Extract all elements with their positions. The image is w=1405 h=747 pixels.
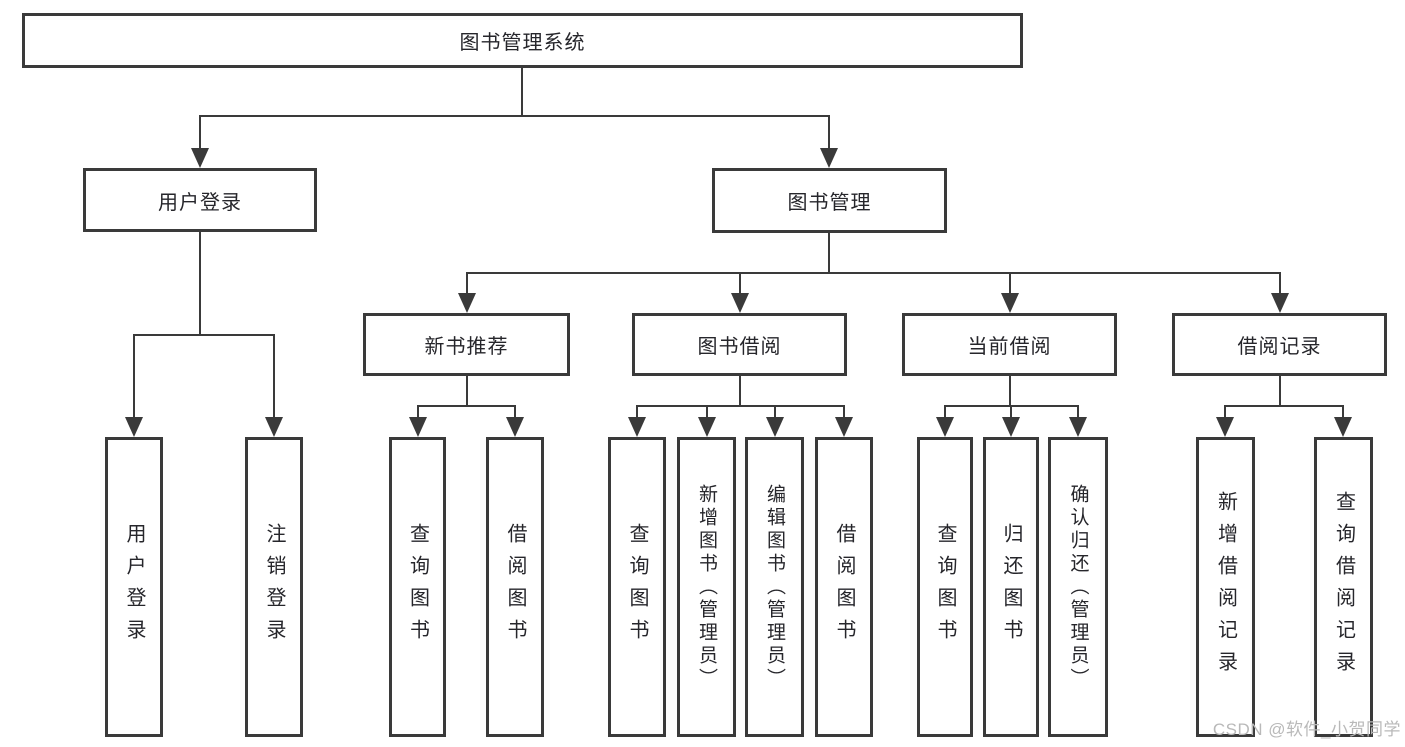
- leaf-logout-label: 注销登录: [263, 523, 285, 651]
- arrow-down-icon: [766, 417, 784, 437]
- connector-vline: [1224, 405, 1226, 419]
- connector-vline: [466, 376, 468, 407]
- leaf-cb-confirm-return-label: 确认归还（管理员）: [1067, 483, 1089, 691]
- leaf-bb-query-books-label: 查询图书: [626, 523, 648, 651]
- connector-vline: [739, 376, 741, 407]
- connector-hline: [1224, 405, 1344, 407]
- connector-hline: [417, 405, 516, 407]
- arrow-down-icon: [506, 417, 524, 437]
- connector-vline: [1342, 405, 1344, 419]
- node-book-mgmt-label: 图书管理: [787, 192, 872, 214]
- arrow-down-icon: [458, 293, 476, 313]
- arrow-down-icon: [628, 417, 646, 437]
- node-book-borrow: 图书借阅: [632, 313, 847, 376]
- arrow-down-icon: [1069, 417, 1087, 437]
- connector-vline: [199, 232, 201, 336]
- arrow-down-icon: [409, 417, 427, 437]
- leaf-user-login-label: 用户登录: [123, 523, 145, 651]
- leaf-bb-edit-books-label: 编辑图书（管理员）: [764, 483, 785, 691]
- leaf-nb-query-books-label: 查询图书: [406, 523, 429, 651]
- connector-vline: [1279, 272, 1281, 296]
- node-user-login: 用户登录: [83, 168, 317, 232]
- node-new-books: 新书推荐: [363, 313, 570, 376]
- leaf-cb-return-books-label: 归还图书: [1000, 523, 1022, 651]
- arrow-down-icon: [191, 148, 209, 168]
- arrow-down-icon: [698, 417, 716, 437]
- leaf-user-login: 用户登录: [105, 437, 163, 737]
- node-new-books-label: 新书推荐: [424, 336, 509, 358]
- leaf-nb-query-books: 查询图书: [389, 437, 446, 737]
- leaf-cb-query-books-label: 查询图书: [934, 523, 956, 651]
- node-current-borrow-label: 当前借阅: [967, 336, 1052, 358]
- leaf-br-add-record: 新增借阅记录: [1196, 437, 1255, 737]
- leaf-cb-return-books: 归还图书: [983, 437, 1039, 737]
- leaf-logout: 注销登录: [245, 437, 303, 737]
- connector-vline: [843, 405, 845, 419]
- connector-vline: [521, 68, 523, 117]
- connector-vline: [466, 272, 468, 296]
- connector-vline: [774, 405, 776, 419]
- leaf-bb-add-books: 新增图书（管理员）: [677, 437, 736, 737]
- connector-vline: [828, 115, 830, 151]
- leaf-nb-borrow-books: 借阅图书: [486, 437, 544, 737]
- connector-vline: [944, 405, 946, 419]
- node-borrow-records: 借阅记录: [1172, 313, 1387, 376]
- leaf-nb-borrow-books-label: 借阅图书: [504, 523, 526, 651]
- arrow-down-icon: [936, 417, 954, 437]
- connector-vline: [1009, 376, 1011, 407]
- connector-vline: [273, 334, 275, 418]
- connector-vline: [1010, 405, 1012, 419]
- leaf-bb-borrow-books: 借阅图书: [815, 437, 873, 737]
- node-user-login-label: 用户登录: [158, 191, 242, 214]
- connector-vline: [739, 272, 741, 296]
- arrow-down-icon: [820, 148, 838, 168]
- node-book-mgmt: 图书管理: [712, 168, 947, 233]
- arrow-down-icon: [1002, 417, 1020, 437]
- arrow-down-icon: [1216, 417, 1234, 437]
- connector-hline: [133, 334, 275, 336]
- arrow-down-icon: [1271, 293, 1289, 313]
- arrow-down-icon: [835, 417, 853, 437]
- node-book-borrow-label: 图书借阅: [697, 336, 782, 358]
- arrow-down-icon: [731, 293, 749, 313]
- root-node-label: 图书管理系统: [459, 32, 586, 54]
- leaf-br-add-record-label: 新增借阅记录: [1214, 491, 1237, 683]
- connector-hline: [466, 272, 1281, 274]
- leaf-br-query-record-label: 查询借阅记录: [1332, 491, 1355, 683]
- connector-vline: [828, 233, 830, 274]
- leaf-bb-borrow-books-label: 借阅图书: [833, 523, 855, 651]
- node-current-borrow: 当前借阅: [902, 313, 1117, 376]
- connector-vline: [1279, 376, 1281, 407]
- leaf-bb-query-books: 查询图书: [608, 437, 666, 737]
- connector-hline: [637, 405, 845, 407]
- arrow-down-icon: [1334, 417, 1352, 437]
- arrow-down-icon: [265, 417, 283, 437]
- leaf-br-query-record: 查询借阅记录: [1314, 437, 1373, 737]
- leaf-cb-confirm-return: 确认归还（管理员）: [1048, 437, 1108, 737]
- connector-hline: [199, 115, 830, 117]
- leaf-cb-query-books: 查询图书: [917, 437, 973, 737]
- csdn-watermark: CSDN @软件_小贺同学: [1212, 720, 1401, 739]
- root-node-box: 图书管理系统: [22, 13, 1023, 68]
- node-borrow-records-label: 借阅记录: [1237, 336, 1322, 358]
- connector-vline: [514, 405, 516, 419]
- arrow-down-icon: [125, 417, 143, 437]
- connector-vline: [1077, 405, 1079, 419]
- arrow-down-icon: [1001, 293, 1019, 313]
- connector-vline: [133, 334, 135, 418]
- leaf-bb-edit-books: 编辑图书（管理员）: [745, 437, 804, 737]
- connector-vline: [706, 405, 708, 419]
- connector-vline: [417, 405, 419, 419]
- leaf-bb-add-books-label: 新增图书（管理员）: [696, 483, 717, 691]
- connector-vline: [1009, 272, 1011, 296]
- connector-vline: [636, 405, 638, 419]
- connector-vline: [199, 115, 201, 151]
